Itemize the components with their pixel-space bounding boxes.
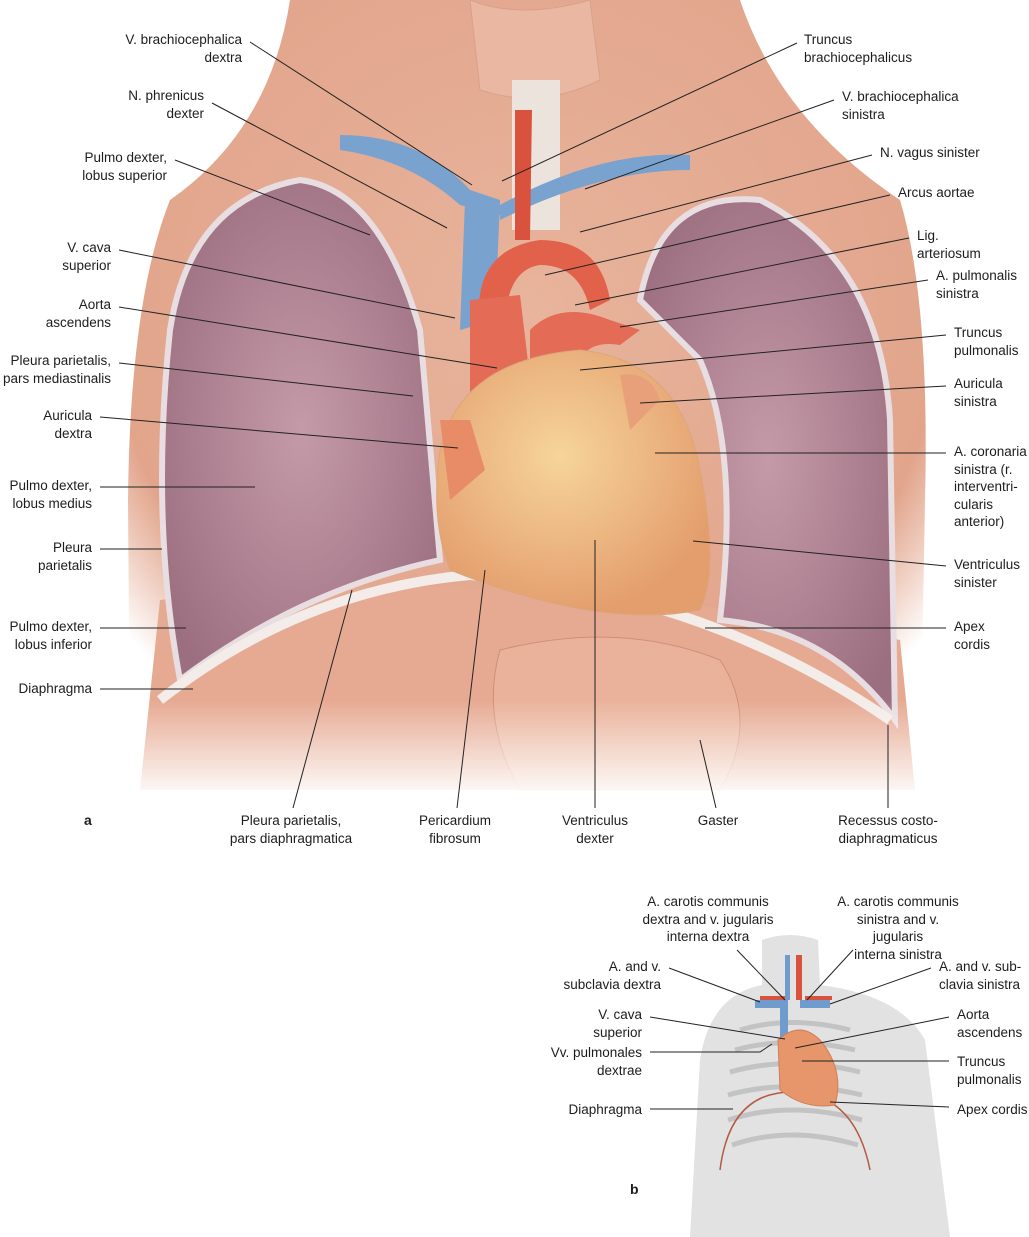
label-auricula-sinistra: Auricula sinistra	[954, 376, 1003, 409]
label-truncus-pulmonalis: Truncus pulmonalis	[954, 325, 1019, 358]
label-auricula-dextra: Auricula dextra	[43, 408, 92, 441]
label-arcus-aortae: Arcus aortae	[898, 185, 975, 200]
label-pleura-pars-mediastinalis: Pleura parietalis, pars mediastinalis	[2, 353, 111, 386]
panel-label-a: a	[84, 812, 92, 828]
label-pleura-parietalis: Pleura parietalis	[37, 540, 92, 573]
thorax-illustration	[0, 0, 1029, 800]
label-b-truncus-pulmonalis: Truncus pulmonalis	[957, 1054, 1022, 1087]
label-carotis-dextra: A. carotis communis dextra and v. jugula…	[642, 894, 774, 944]
label-b-apex-cordis: Apex cordis	[957, 1102, 1028, 1117]
label-carotis-sinistra: A. carotis communis sinistra and v. jugu…	[837, 894, 959, 962]
label-gaster: Gaster	[697, 813, 739, 828]
label-vv-pulmonales-dextrae: Vv. pulmonales dextrae	[550, 1045, 642, 1078]
label-a-pulmonalis-sinistra: A. pulmonalis sinistra	[936, 268, 1018, 301]
label-pulmo-dexter-lobus-medius: Pulmo dexter, lobus medius	[9, 478, 92, 511]
right-brachiocephalic-vein	[340, 135, 500, 215]
thyroid	[469, 0, 601, 99]
label-apex-cordis: Apex cordis	[954, 619, 991, 652]
label-subclavia-sinistra: A. and v. sub- clavia sinistra	[939, 959, 1022, 992]
label-b-diaphragma: Diaphragma	[568, 1102, 642, 1117]
label-pulmo-dexter-lobus-inferior: Pulmo dexter, lobus inferior	[9, 619, 92, 652]
right-lung	[159, 176, 444, 686]
label-b-aorta-ascendens: Aorta ascendens	[957, 1007, 1023, 1040]
label-pulmo-dexter-lobus-superior: Pulmo dexter, lobus superior	[82, 150, 167, 183]
left-brachiocephalic-vein	[500, 154, 690, 220]
right-auricle	[440, 420, 485, 500]
arteries-b	[760, 955, 832, 1000]
label-lig-arteriosum: Lig. arteriosum	[917, 228, 981, 261]
label-v-brachiocephalica-dextra: V. brachiocephalica dextra	[125, 32, 242, 65]
label-ventriculus-dexter: Ventriculus dexter	[561, 813, 629, 846]
label-v-cava-superior: V. cava superior	[62, 240, 111, 273]
label-subclavia-dextra: A. and v. subclavia dextra	[563, 959, 661, 992]
label-a-coronaria-sinistra: A. coronaria sinistra (r. interventri- c…	[954, 444, 1027, 529]
heart-b	[777, 1029, 839, 1107]
label-aorta-ascendens: Aorta ascendens	[45, 297, 111, 330]
label-pericardium-fibrosum: Pericardium fibrosum	[418, 813, 492, 846]
label-n-vagus-sinister: N. vagus sinister	[880, 145, 980, 160]
label-recessus-costodiaphragmaticus: Recessus costo- diaphragmaticus	[838, 813, 938, 846]
veins-b	[755, 955, 830, 1060]
common-carotid	[515, 110, 532, 240]
label-b-v-cava-superior: V. cava superior	[593, 1007, 642, 1040]
left-auricle	[620, 374, 660, 430]
label-v-brachiocephalica-sinistra: V. brachiocephalica sinistra	[842, 89, 959, 122]
label-truncus-brachiocephalicus: Truncus brachiocephalicus	[804, 32, 913, 65]
label-ventriculus-sinister: Ventriculus sinister	[954, 557, 1021, 590]
aortic-arch	[478, 240, 610, 330]
label-diaphragma: Diaphragma	[18, 681, 92, 696]
label-n-phrenicus-dexter: N. phrenicus dexter	[128, 88, 204, 121]
panel-label-b: b	[630, 1181, 639, 1197]
label-pleura-pars-diaphragmatica: Pleura parietalis, pars diaphragmatica	[229, 813, 353, 846]
